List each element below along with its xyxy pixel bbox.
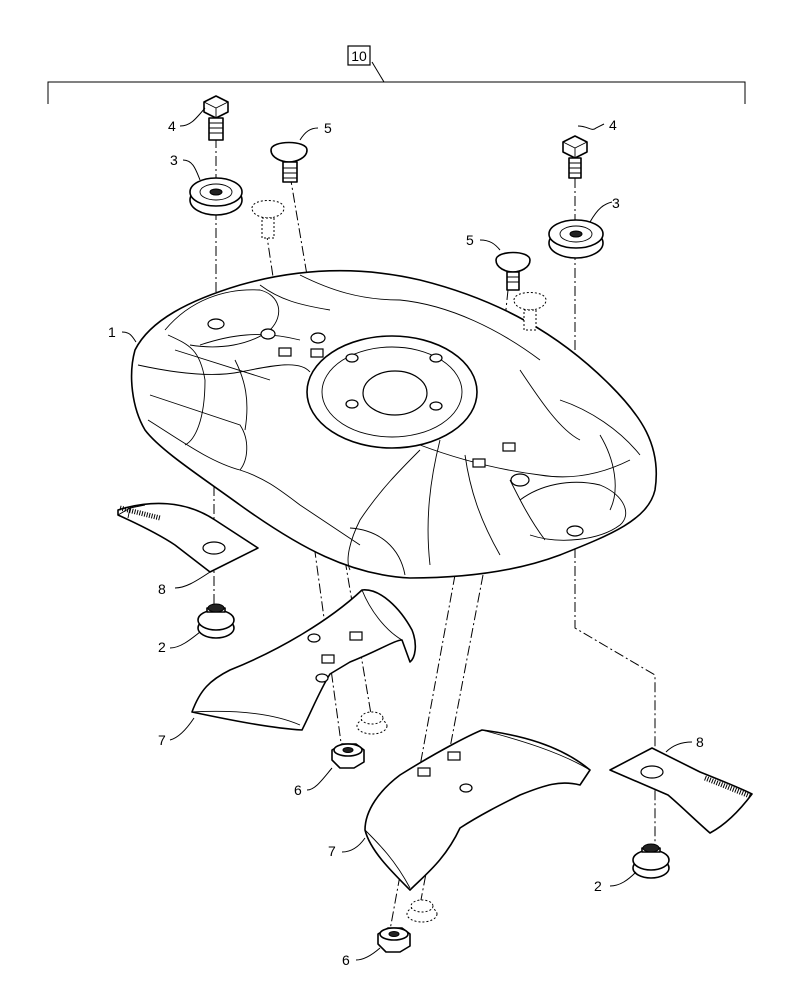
callout-8-left: 8 — [158, 581, 166, 597]
carriage-bolt-right — [495, 251, 531, 291]
flange-nut-lower-ghost — [406, 899, 438, 923]
carriage-bolt-left — [270, 141, 308, 183]
flange-nut-upper-ghost — [356, 711, 388, 735]
hex-bolt-right — [562, 135, 588, 179]
callout-6-lower: 6 — [342, 952, 350, 968]
skid-upper — [191, 589, 417, 731]
blade-right — [609, 747, 753, 834]
mower-disc — [130, 269, 657, 579]
callout-3-left: 3 — [170, 152, 178, 168]
assembly-callout-10: 10 — [351, 48, 367, 64]
callout-1: 1 — [108, 324, 116, 340]
callout-6-upper: 6 — [294, 782, 302, 798]
callout-2-right: 2 — [594, 878, 602, 894]
flange-nut-lower — [377, 927, 411, 953]
lock-nut-left — [197, 603, 235, 639]
hex-bolt-left — [203, 95, 229, 141]
callout-4-right: 4 — [609, 117, 617, 133]
lock-nut-right — [632, 843, 670, 879]
assembly-bracket: 10 — [47, 45, 746, 104]
flange-nut-upper — [331, 743, 365, 769]
callouts: 1 4 4 3 3 5 5 8 8 2 2 7 7 6 6 — [108, 107, 704, 968]
bushing-right — [548, 219, 604, 259]
skid-lower — [364, 729, 591, 891]
callout-7-lower: 7 — [328, 843, 336, 859]
callout-4-left: 4 — [168, 118, 176, 134]
blade-left — [117, 502, 259, 573]
bushing-left — [189, 177, 243, 216]
callout-7-upper: 7 — [158, 732, 166, 748]
callout-3-right: 3 — [612, 195, 620, 211]
callout-8-right: 8 — [696, 734, 704, 750]
callout-5-right: 5 — [466, 232, 474, 248]
callout-2-left: 2 — [158, 639, 166, 655]
callout-5-left: 5 — [324, 120, 332, 136]
carriage-bolt-left-ghost — [251, 200, 285, 239]
carriage-bolt-right-ghost — [513, 292, 547, 331]
